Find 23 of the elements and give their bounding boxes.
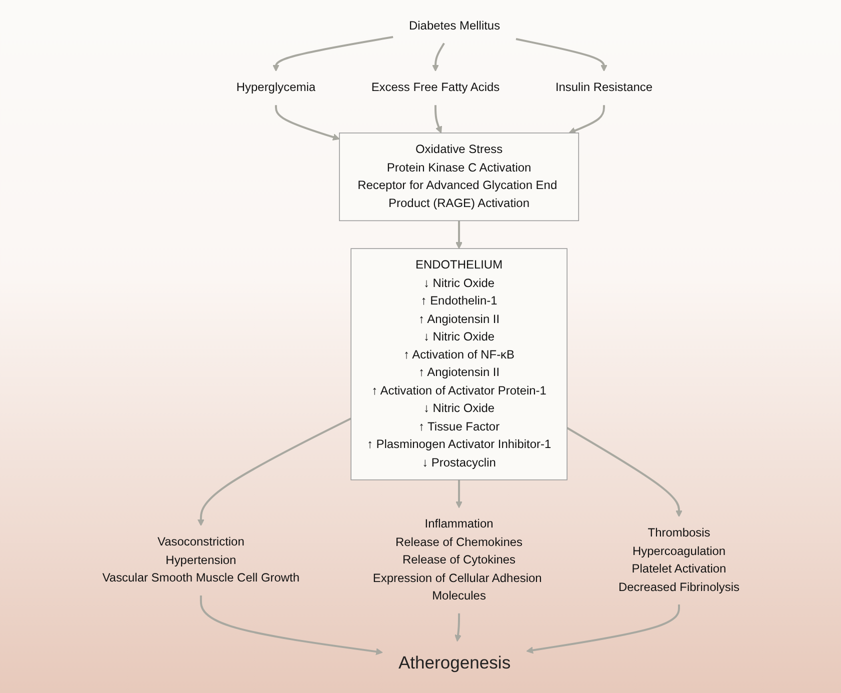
node-box: Oxidative Stress Protein Kinase C Activation Receptor for Advanced Glycation End Product (RAGE) Activation	[338, 132, 579, 222]
node-text: Hyperglycemia	[236, 80, 316, 94]
arrow	[568, 105, 605, 134]
arrow	[515, 38, 608, 72]
arrow	[526, 604, 680, 654]
node-text: Vasoconstriction Hypertension Vascular Smooth Muscle Cell Growth	[102, 535, 300, 585]
node-text: Thrombosis Hypercoagulation Platelet Activation Decreased Fibrinolysis	[618, 526, 740, 594]
arrow	[434, 105, 442, 134]
arrow	[455, 480, 462, 508]
node-box: ENDOTHELIUM ↓ Nitric Oxide ↑ Endothelin-1 ↑ Angiotensin II ↓ Nitric Oxide ↑ Activation of NF-κB ↑ Angiotensin II ↑ Activation of Activator Protein-1 ↓ Nitric Oxide ↑ Tissue Factor ↑ Plasminogen Activator Inhibitor-1 ↓ Prostacyclin	[350, 248, 568, 480]
arrow	[566, 427, 682, 518]
arrow	[432, 42, 444, 72]
arrow	[454, 613, 462, 642]
node-text: Insulin Resistance	[555, 80, 652, 94]
arrow	[200, 596, 382, 656]
arrow	[272, 36, 393, 72]
node-text: Inflammation Release of Chemokines Release of Cytokines Expression of Cellular Adhesion Molecules	[372, 517, 542, 603]
arrow	[197, 418, 352, 526]
arrow	[274, 105, 340, 141]
arrow	[455, 220, 462, 249]
node-text: Diabetes Mellitus	[408, 18, 500, 33]
node-text: Excess Free Fatty Acids	[370, 80, 500, 94]
node-text: Atherogenesis	[398, 652, 510, 672]
